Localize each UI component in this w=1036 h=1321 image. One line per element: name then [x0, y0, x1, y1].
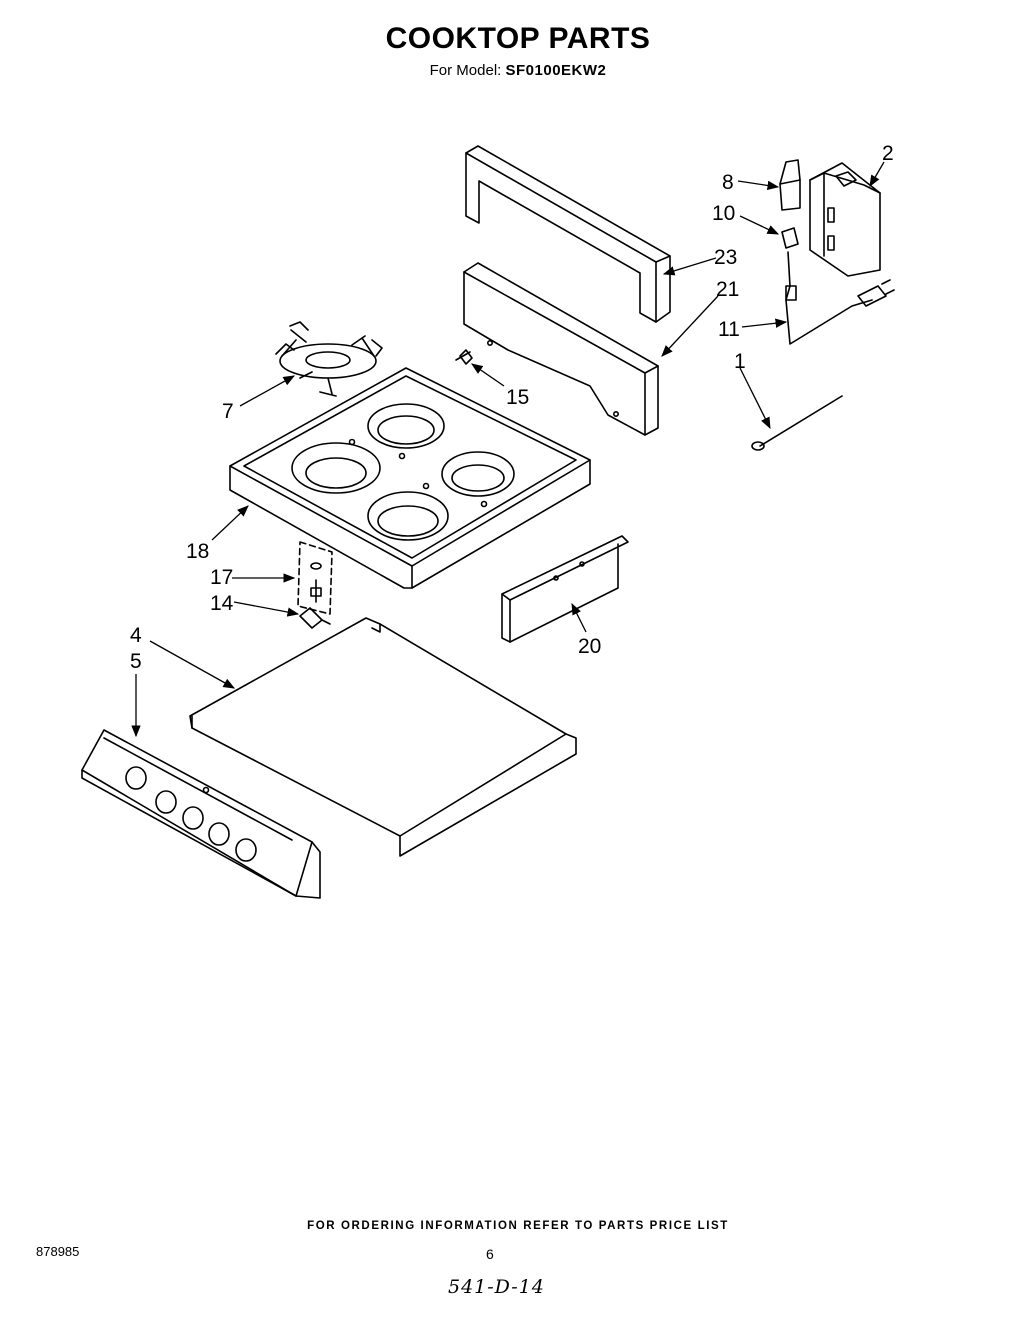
callout-1: 1: [734, 350, 746, 373]
page-title: COOKTOP PARTS: [385, 22, 651, 55]
callout-7: 7: [222, 400, 234, 423]
part-17-valve-assembly: [297, 541, 333, 615]
part-20-front-trim: [501, 535, 629, 643]
leader-lines: [131, 161, 885, 738]
callout-8: 8: [722, 171, 734, 194]
callout-2: 2: [882, 142, 894, 165]
callout-15: 15: [506, 386, 529, 409]
part-7-burner-grate: [275, 321, 383, 397]
part-2-bracket: [809, 162, 881, 277]
callout-10: 10: [712, 202, 735, 225]
handwritten-code: 541-D-14: [448, 1276, 545, 1298]
part-14-orifice: [299, 607, 331, 629]
callout-20: 20: [578, 635, 601, 658]
callout-14: 14: [210, 592, 234, 615]
model-number: SF0100EKW2: [505, 62, 607, 79]
part-15-screw: [455, 349, 473, 365]
page-number: 6: [486, 1246, 494, 1262]
part-23-backguard-trim: [465, 145, 671, 323]
callout-4: 4: [130, 624, 142, 647]
document-number: 878985: [36, 1244, 80, 1259]
callout-18: 18: [186, 540, 209, 563]
part-11-wire-harness: [785, 251, 895, 345]
part-4-panel: [189, 617, 577, 857]
callout-23: 23: [714, 246, 737, 269]
model-prefix: For Model:: [429, 62, 502, 79]
part-1-electrode: [751, 395, 843, 451]
model-line: For Model: SF0100EKW2: [0, 62, 1036, 79]
part-21-backguard: [463, 262, 659, 436]
part-8-switch: [779, 159, 801, 211]
ordering-note: FOR ORDERING INFORMATION REFER TO PARTS …: [307, 1220, 729, 1232]
callout-17: 17: [210, 566, 233, 589]
callout-11: 11: [718, 318, 740, 341]
callout-21: 21: [716, 278, 739, 301]
callout-5: 5: [130, 650, 142, 673]
part-5-control-panel: [81, 729, 321, 899]
callout-labels: 2 8 10 23 21 11 1 15 7 18 17 14 4 5 20: [130, 142, 894, 673]
part-18-cooktop: [229, 367, 591, 589]
part-10-connector: [781, 227, 799, 249]
